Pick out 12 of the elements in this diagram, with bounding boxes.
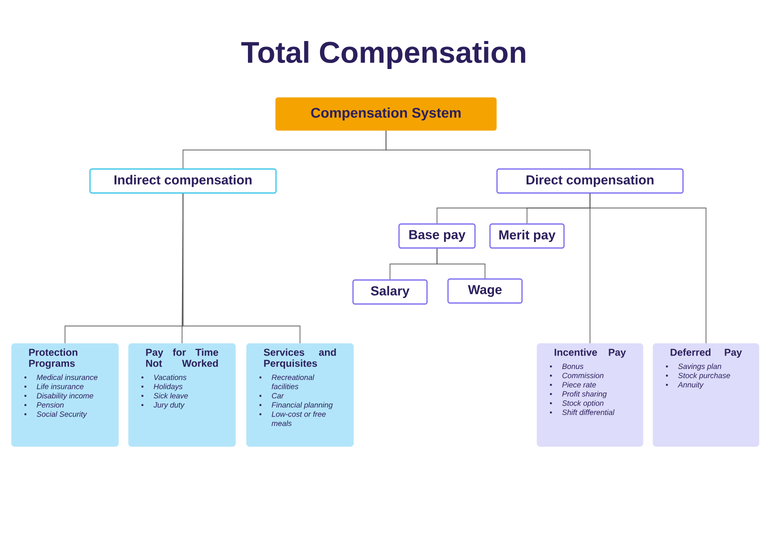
label-box: Compensation System — [275, 97, 497, 131]
connector-line — [590, 193, 706, 344]
connector-line — [436, 248, 486, 279]
connector-line — [386, 130, 590, 169]
label-box: Merit pay — [489, 223, 565, 249]
title: Total Compensation — [241, 41, 526, 69]
label-box: Base pay — [398, 223, 476, 249]
label-box: Direct compensation — [496, 168, 684, 194]
label-box: Wage — [447, 278, 523, 304]
label-box: Indirect compensation — [89, 168, 277, 194]
connector-line — [182, 193, 300, 344]
label-box: Salary — [352, 279, 428, 305]
